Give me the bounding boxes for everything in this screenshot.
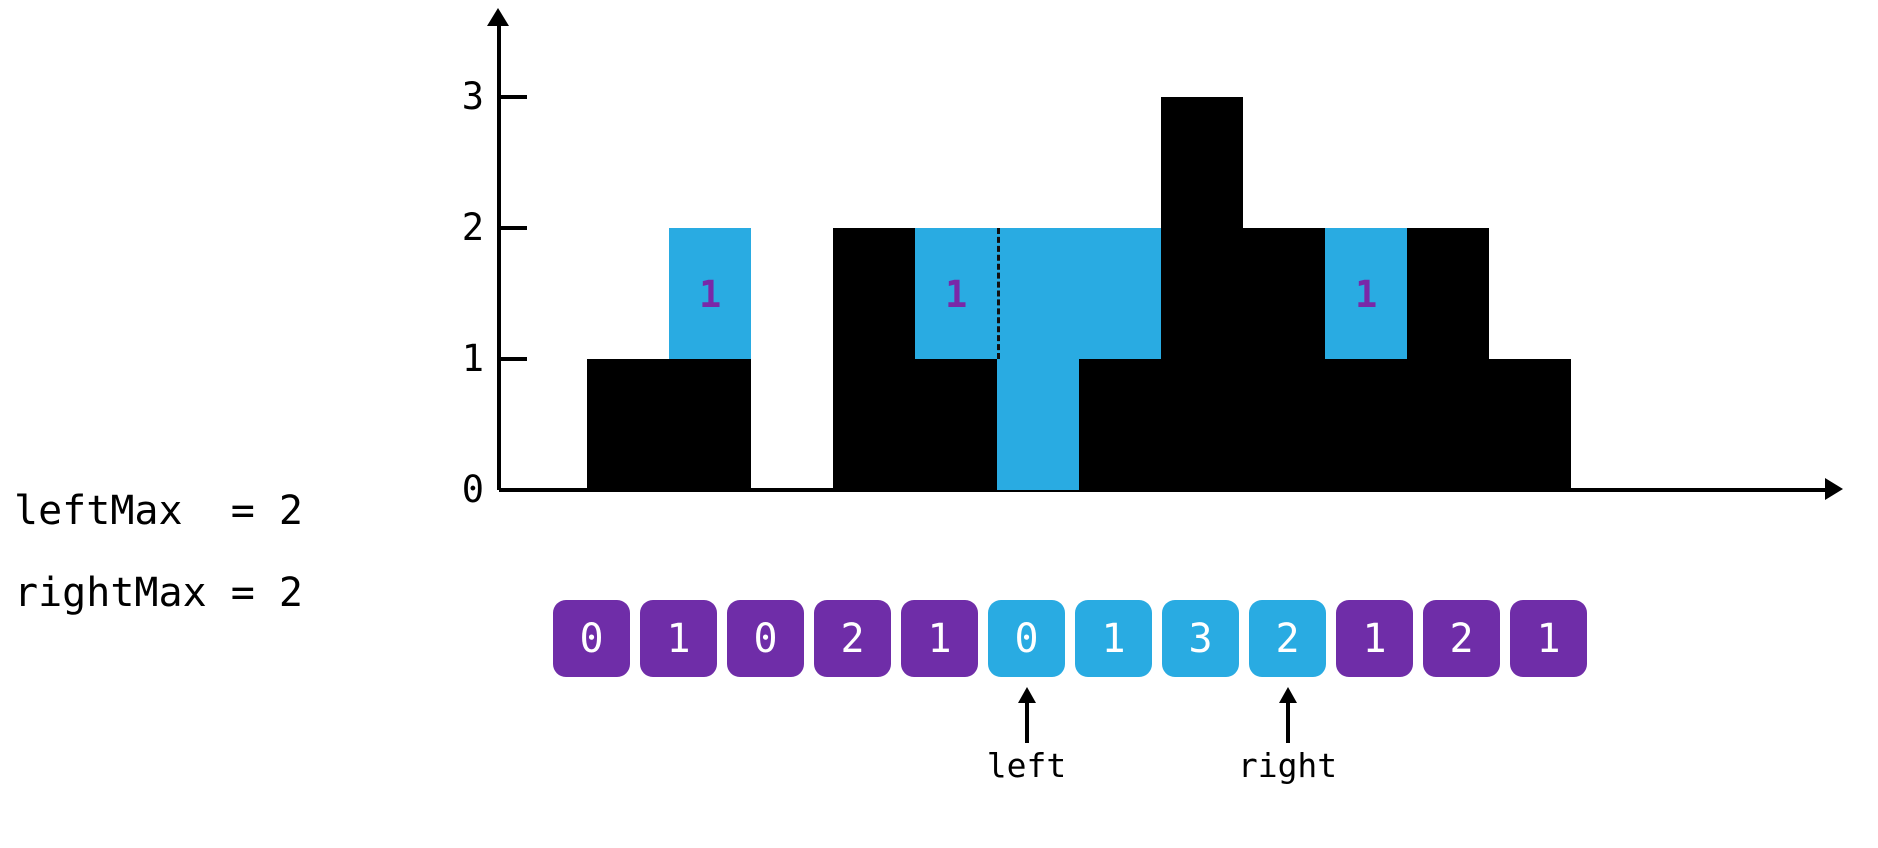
y-axis-line <box>497 22 501 490</box>
bar-solid-7 <box>1161 97 1243 490</box>
array-cell-3[interactable]: 2 <box>814 600 891 677</box>
bar-water-5 <box>997 228 1079 490</box>
y-tick-3 <box>499 95 527 99</box>
pointer-left: left <box>967 687 1087 797</box>
array-cell-4[interactable]: 1 <box>901 600 978 677</box>
histogram-chart: 0 1 2 3 1 1 1 <box>461 8 1843 511</box>
bar-water-4 <box>915 228 997 359</box>
pointer-right: right <box>1228 687 1348 797</box>
bar-water-1 <box>669 228 751 359</box>
pointer-shaft <box>1285 701 1290 743</box>
x-axis-arrow-icon <box>1825 478 1843 500</box>
y-tick-1 <box>499 357 527 361</box>
bar-solid-10 <box>1407 228 1489 490</box>
water-amount-label-9: 1 <box>1355 272 1378 316</box>
y-tick-label-1: 1 <box>461 337 484 380</box>
bar-solid-11 <box>1489 359 1571 490</box>
arrow-up-icon <box>1017 687 1036 703</box>
array-cell-11[interactable]: 1 <box>1510 600 1587 677</box>
leftmax-variable: leftMax = 2 <box>14 488 303 534</box>
y-tick-2 <box>499 226 527 230</box>
array-cell-6[interactable]: 1 <box>1075 600 1152 677</box>
array-cell-10[interactable]: 2 <box>1423 600 1500 677</box>
array-cell-8[interactable]: 2 <box>1249 600 1326 677</box>
array-cell-2[interactable]: 0 <box>727 600 804 677</box>
bar-water-6 <box>1079 228 1161 359</box>
x-axis-line <box>499 488 1829 492</box>
variables-panel: leftMax = 2 rightMax = 2 <box>14 470 444 634</box>
y-axis-arrow-icon <box>487 8 509 26</box>
arrow-up-icon <box>1278 687 1297 703</box>
water-amount-label-4: 1 <box>945 272 968 316</box>
array-cell-1[interactable]: 1 <box>640 600 717 677</box>
bar-solid-4 <box>915 359 997 490</box>
bar-water-9 <box>1325 228 1407 359</box>
y-tick-label-2: 2 <box>461 206 484 249</box>
bar-solid-1 <box>669 359 751 490</box>
bar-solid-0 <box>587 359 669 490</box>
pointer-label-left: left <box>986 746 1067 785</box>
bar-solid-6 <box>1079 359 1161 490</box>
pointer-label-right: right <box>1237 746 1338 785</box>
bar-solid-9 <box>1325 359 1407 490</box>
water-level-separator <box>997 228 1000 359</box>
array-cell-7[interactable]: 3 <box>1162 600 1239 677</box>
array-cell-9[interactable]: 1 <box>1336 600 1413 677</box>
array-cell-0[interactable]: 0 <box>553 600 630 677</box>
y-tick-label-3: 3 <box>461 75 484 118</box>
water-amount-label-1: 1 <box>699 272 722 316</box>
array-cell-5[interactable]: 0 <box>988 600 1065 677</box>
y-tick-label-0: 0 <box>461 468 484 511</box>
rightmax-variable: rightMax = 2 <box>14 570 303 616</box>
bar-solid-8 <box>1243 228 1325 490</box>
bar-solid-3 <box>833 228 915 490</box>
pointer-shaft <box>1024 701 1029 743</box>
bar-group: 1 1 1 <box>587 97 1571 490</box>
